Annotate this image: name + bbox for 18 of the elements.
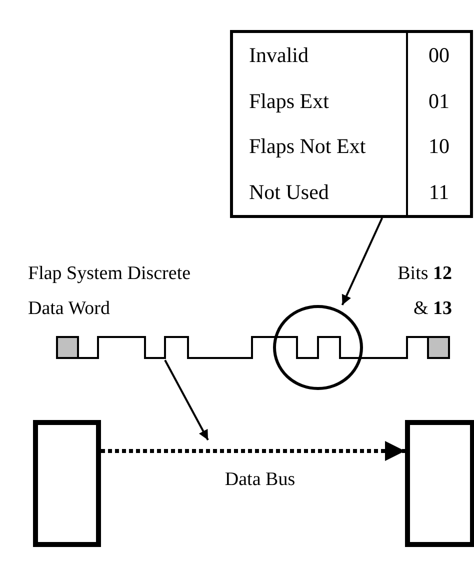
table-cell-text: Not Used (249, 178, 329, 206)
table-cell-text: 00 (428, 42, 450, 69)
table-cell-text: Invalid (249, 42, 308, 69)
dotted-bus-arrow (101, 441, 405, 461)
unit-box (33, 420, 101, 547)
word-label: Flap System Discrete Data Word (28, 262, 192, 321)
table-cell-text: 01 (428, 88, 450, 114)
table-cell-text: Flaps Ext (249, 88, 329, 114)
signal-waveform (56, 336, 451, 359)
arrow (164, 360, 209, 440)
table-cell-text: 10 (428, 133, 450, 160)
table-cell-text: 11 (428, 178, 450, 206)
arrow (341, 218, 384, 306)
unit-box (405, 420, 474, 547)
highlight-circle (273, 305, 363, 390)
bits-label: Bits 12 & 13 (396, 262, 452, 321)
code-table (230, 30, 473, 218)
table-cell-text: Flaps Not Ext (249, 133, 366, 160)
